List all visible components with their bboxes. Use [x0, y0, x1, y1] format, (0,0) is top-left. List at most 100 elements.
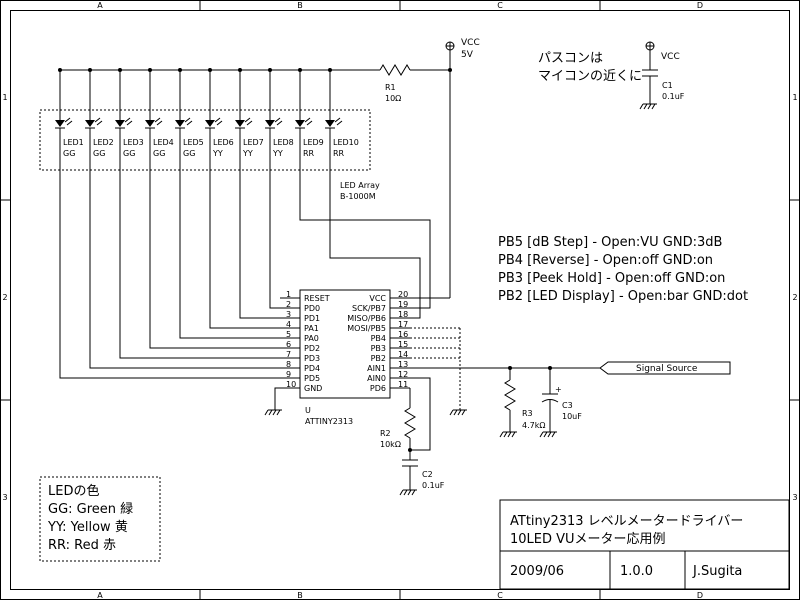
led-label: LED1: [63, 138, 84, 147]
ground-symbol: [449, 409, 467, 416]
ic-body: [299, 289, 391, 399]
col-label: B: [297, 591, 303, 600]
vcc-label: VCC: [661, 52, 680, 62]
led-diode: [85, 120, 95, 127]
ic-pin-number: 1: [286, 290, 291, 299]
led-cathode-wire: [119, 128, 280, 359]
led-color-code: RR: [333, 149, 345, 158]
led-emission-arrow: [94, 117, 101, 123]
led-wires: [59, 128, 431, 379]
ic-pin-name: PD6: [370, 384, 386, 393]
led-color-code: GG: [93, 149, 105, 158]
row-label: 1: [2, 93, 7, 102]
row-label: 3: [792, 493, 797, 502]
ic-pin-number: 7: [286, 350, 291, 359]
signal-source-label: Signal Source: [636, 364, 698, 374]
c1-ref: C1: [662, 81, 673, 90]
ic-pin-number: 4: [286, 320, 291, 329]
row-label: 2: [792, 293, 797, 302]
ic-pin-name: AIN1: [367, 364, 386, 373]
ic-pin-number: 2: [286, 300, 291, 309]
ic-pin-name: PD2: [304, 344, 320, 353]
legend-box: [39, 476, 161, 562]
vcc-symbol: [645, 41, 655, 70]
vcc-voltage: 5V: [461, 50, 474, 60]
ground-symbol: [264, 387, 282, 416]
ic-pin-name: PD4: [304, 364, 320, 373]
led-color-code: GG: [153, 149, 165, 158]
r1-ref: R1: [385, 83, 396, 92]
led-diode: [235, 120, 245, 127]
r2-resistor: [404, 407, 416, 439]
led-color-code: GG: [63, 149, 75, 158]
title-version: 1.0.0: [620, 564, 653, 579]
led-label: LED6: [213, 138, 234, 147]
led-array-part: B-1000M: [340, 192, 376, 201]
col-label: A: [97, 591, 103, 600]
led-cathode-wire: [329, 128, 421, 319]
title-line1: ATtiny2313 レベルメータードライバー: [510, 514, 743, 529]
r2-value: 10kΩ: [380, 440, 401, 449]
led-emission-arrow: [276, 120, 283, 126]
ic-pin-number: 3: [286, 310, 291, 319]
led-array-label: LED Array: [340, 181, 380, 190]
led-cathode-wire: [59, 128, 280, 379]
led-diode: [115, 120, 125, 127]
r3-value: 4.7kΩ: [522, 421, 545, 430]
bypass-note-line1: パスコンは: [538, 51, 603, 66]
ic-pin-name: PD5: [304, 374, 320, 383]
led-label: LED7: [243, 138, 264, 147]
title-date: 2009/06: [510, 564, 564, 579]
c3-value: 10uF: [562, 412, 582, 421]
ic-pin-number: 5: [286, 330, 291, 339]
led-emission-arrow: [214, 117, 221, 123]
ic-pin-number: 18: [398, 310, 408, 319]
led-emission-arrow: [304, 117, 311, 123]
led-color-code: YY: [272, 149, 283, 158]
led-label: LED3: [123, 138, 144, 147]
junction-dot: [408, 448, 412, 452]
led-emission-arrow: [216, 120, 223, 126]
row-label: 3: [2, 493, 7, 502]
led-cathode-wire: [149, 128, 280, 349]
led-diode: [55, 120, 65, 127]
led-label: LED5: [183, 138, 204, 147]
r1-value: 10Ω: [385, 94, 401, 103]
led-emission-arrow: [96, 120, 103, 126]
ic-pin-name: PD0: [304, 304, 320, 313]
wire: [410, 377, 431, 451]
led-emission-arrow: [334, 117, 341, 123]
led-label: LED8: [273, 138, 294, 147]
led-emission-arrow: [184, 117, 191, 123]
inner-frame: [10, 10, 790, 590]
led-label: LED9: [303, 138, 324, 147]
led-cathode-wire: [179, 128, 280, 339]
led-diode: [295, 120, 305, 127]
ic-pin-number: 20: [398, 290, 408, 299]
led-emission-arrow: [336, 120, 343, 126]
led-cathode-wire: [299, 128, 431, 309]
ic-pin-number: 10: [286, 380, 296, 389]
led-emission-arrow: [246, 120, 253, 126]
col-label: C: [497, 1, 503, 10]
c2-value: 0.1uF: [422, 481, 445, 490]
ic-pin-number: 16: [398, 330, 408, 339]
ic-pin-name: VCC: [369, 294, 386, 303]
col-label: C: [497, 591, 503, 600]
led-diode: [325, 120, 335, 127]
led-label: LED2: [93, 138, 114, 147]
led-cathode-wire: [89, 128, 280, 369]
ic-pin-name: PB3: [371, 344, 386, 353]
ic-pin-name: SCK/PB7: [352, 304, 386, 313]
led-color-code: RR: [303, 149, 315, 158]
vcc-symbol: [445, 41, 455, 70]
led-array-box: [39, 109, 371, 171]
bypass-note-line2: マイコンの近くに: [538, 69, 642, 84]
ic-pin-number: 6: [286, 340, 291, 349]
c3-plate: [541, 399, 559, 403]
ic-pin-name: PA1: [304, 324, 319, 333]
option-pb2: PB2 [LED Display] - Open:bar GND:dot: [498, 289, 748, 304]
r2-ref: R2: [380, 429, 391, 438]
